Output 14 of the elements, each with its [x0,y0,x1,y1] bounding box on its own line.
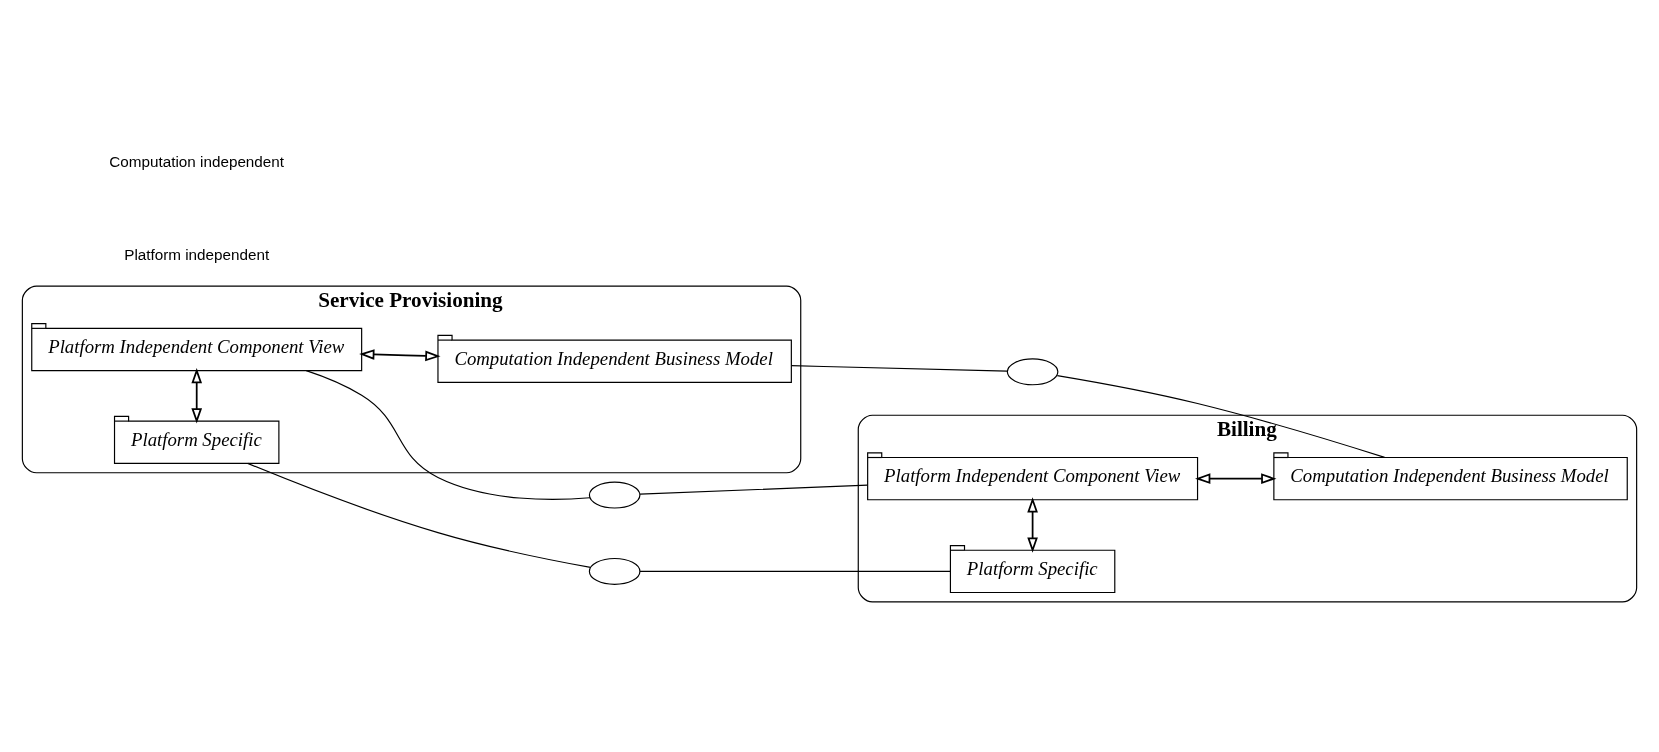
arrow [1027,496,1038,553]
arrow [191,367,203,424]
node-ellipse [1006,357,1059,385]
node-ellipse [588,481,641,509]
label: Computation independent [109,152,285,170]
connector [639,570,951,572]
connector [247,462,592,568]
node-ellipse [588,557,641,585]
arrow [359,348,441,361]
connector [305,369,591,500]
label: Platform independent [124,245,270,263]
connector [790,364,1008,372]
connector [639,484,868,495]
arrow [1195,472,1277,484]
